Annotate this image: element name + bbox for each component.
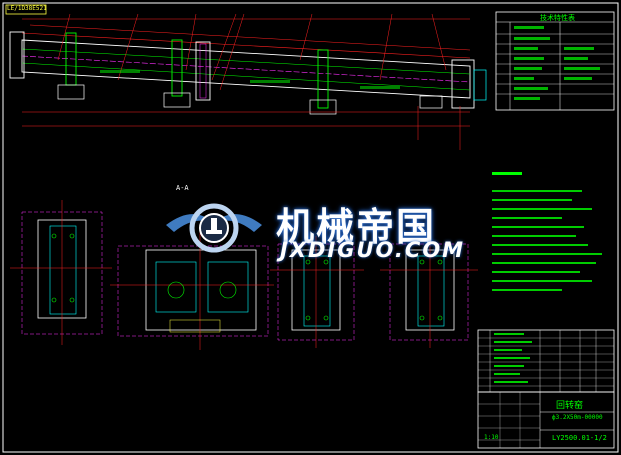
watermark-chinese-text: 机械帝国 — [276, 205, 437, 249]
support-section-view-2 — [270, 236, 364, 348]
drawing-title-box-text: LE/1D38E521 — [7, 5, 47, 12]
title-block-drawing-number: LY2500.01-1/2 — [552, 434, 607, 442]
technical-spec-table — [495, 11, 615, 111]
support-section-view-1 — [10, 200, 112, 345]
title-block-name: 回转窑 — [556, 401, 584, 411]
title-block-scale: 1:10 — [484, 434, 499, 441]
watermark-gear-logo — [166, 203, 262, 253]
kiln-elevation-view — [9, 13, 487, 150]
watermark-english-text: JXDIGUO.COM — [280, 238, 466, 262]
technical-requirements-notes — [492, 172, 602, 291]
spec-table-header: 技术特性表 — [540, 14, 575, 22]
title-block — [477, 391, 615, 449]
support-section-view-3 — [380, 236, 478, 348]
title-box — [5, 4, 47, 15]
parts-list-table — [477, 329, 615, 393]
section-label: A-A — [176, 184, 189, 192]
title-block-code: ф3.2X50m-00000 — [552, 414, 603, 421]
drive-section-view — [110, 230, 274, 350]
